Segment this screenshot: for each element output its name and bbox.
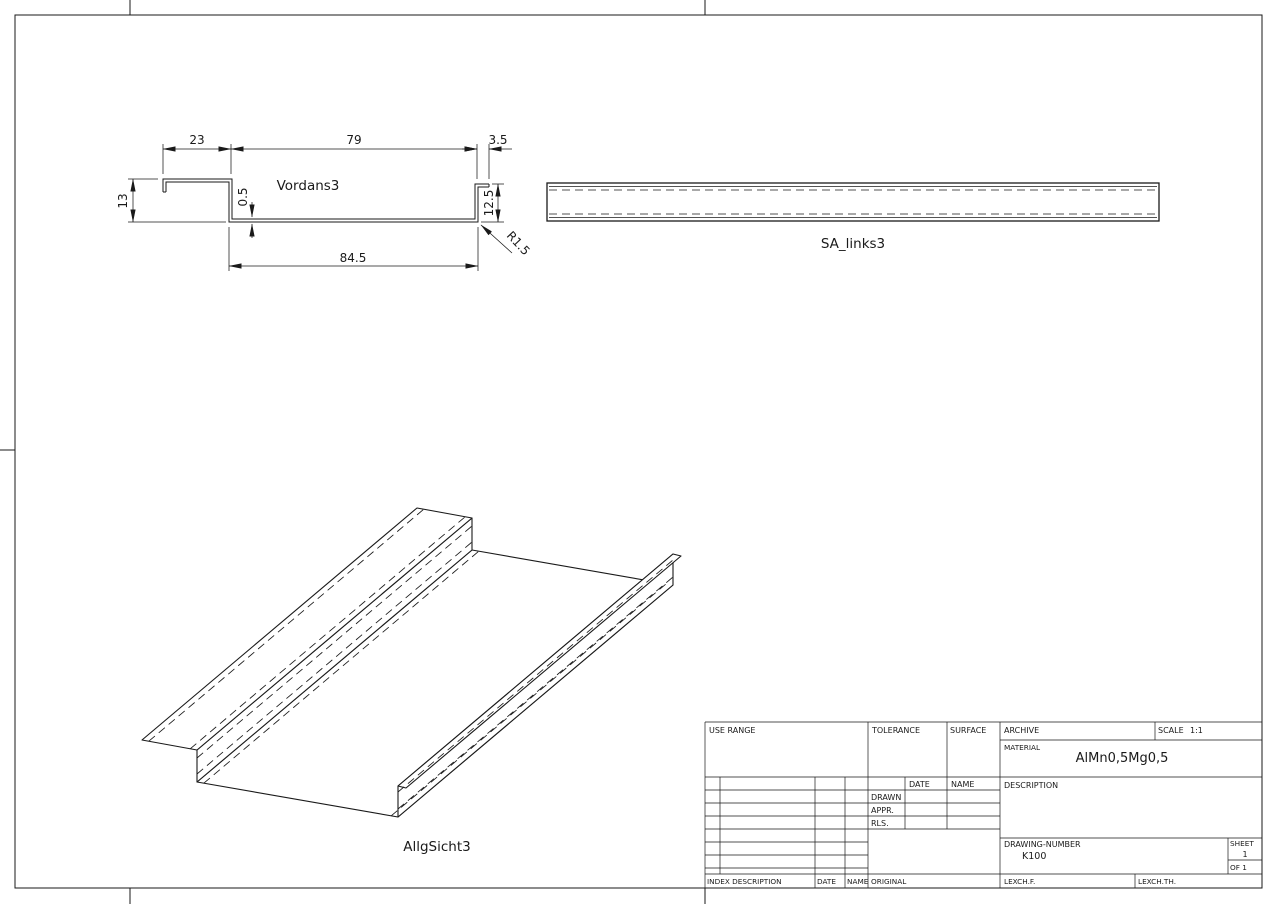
title-block: USE RANGE TOLERANCE SURFACE ARCHIVE SCAL… xyxy=(704,721,1263,889)
sheet-value: 1 xyxy=(1242,850,1247,859)
dimension-13: 13 xyxy=(116,178,226,223)
dim-13-text: 13 xyxy=(116,193,130,208)
drawn-label: DRAWN xyxy=(871,793,901,802)
dimension-r1-5: R1.5 xyxy=(480,224,533,258)
dim-23-text: 23 xyxy=(189,133,204,147)
dimension-84-5: 84.5 xyxy=(228,227,479,271)
iso-view: AllgSicht3 xyxy=(141,507,682,855)
name-column-label: NAME xyxy=(951,780,974,789)
iso-view-label: AllgSicht3 xyxy=(403,839,471,855)
section-profile-outer xyxy=(162,178,489,220)
iso-bend-flange-outer xyxy=(148,508,425,742)
drawing-number-label: DRAWING-NUMBER xyxy=(1004,840,1081,849)
bottom-date-label: DATE xyxy=(817,877,836,886)
dim-0-5-text: 0.5 xyxy=(236,187,250,206)
rls-label: RLS. xyxy=(871,819,889,828)
section-view-label: Vordans3 xyxy=(277,178,340,194)
iso-bend-wall-bottom xyxy=(196,541,473,775)
dimension-0-5: 0.5 xyxy=(236,187,255,238)
iso-bend-lip-upper xyxy=(397,559,674,793)
tolerance-label: TOLERANCE xyxy=(871,726,920,735)
title-block-grid xyxy=(704,721,1263,889)
iso-bend-web-left xyxy=(203,550,480,784)
scale-value: 1:1 xyxy=(1190,726,1203,735)
dim-r1-5-text: R1.5 xyxy=(504,228,533,258)
dim-3-5-text: 3.5 xyxy=(488,133,507,147)
iso-bend-web-right xyxy=(390,583,667,817)
dimension-23: 23 xyxy=(162,133,232,174)
section-profile-inner xyxy=(165,181,489,223)
drawing-number-value: K100 xyxy=(1022,851,1046,862)
material-label: MATERIAL xyxy=(1004,743,1041,752)
section-view: 23 79 3.5 13 0.5 xyxy=(116,133,533,271)
scale-label: SCALE xyxy=(1158,726,1184,735)
dim-79-text: 79 xyxy=(346,133,361,147)
description-label: DESCRIPTION xyxy=(1004,781,1058,790)
dimension-3-5: 3.5 xyxy=(462,133,512,179)
material-value: AlMn0,5Mg0,5 xyxy=(1076,751,1169,766)
iso-bend-wall-top xyxy=(196,525,473,759)
original-label: ORIGINAL xyxy=(871,877,907,886)
date-column-label: DATE xyxy=(909,780,930,789)
bottom-name-label: NAME xyxy=(847,877,869,886)
index-description-label: INDEX DESCRIPTION xyxy=(707,877,782,886)
lexchf-label: LEXCH.F. xyxy=(1004,877,1035,886)
side-view-outline xyxy=(546,182,1160,222)
use-range-label: USE RANGE xyxy=(709,726,755,735)
side-view-label: SA_links3 xyxy=(821,236,885,252)
lexchth-label: LEXCH.TH. xyxy=(1138,877,1176,886)
appr-label: APPR. xyxy=(871,806,894,815)
dim-12-5-text: 12.5 xyxy=(482,190,496,217)
sheet-label: SHEET xyxy=(1230,839,1254,848)
dim-84-5-text: 84.5 xyxy=(340,251,367,265)
surface-label: SURFACE xyxy=(950,726,986,735)
iso-flange-face xyxy=(141,507,473,751)
dimension-12-5: 12.5 xyxy=(481,183,504,223)
iso-bend-flange-inner xyxy=(189,516,466,750)
iso-bend-lip-lower xyxy=(397,576,674,810)
of-value: OF 1 xyxy=(1230,863,1247,872)
archive-label: ARCHIVE xyxy=(1004,726,1039,735)
dimension-79: 79 xyxy=(230,133,478,179)
side-view: SA_links3 xyxy=(546,182,1160,252)
